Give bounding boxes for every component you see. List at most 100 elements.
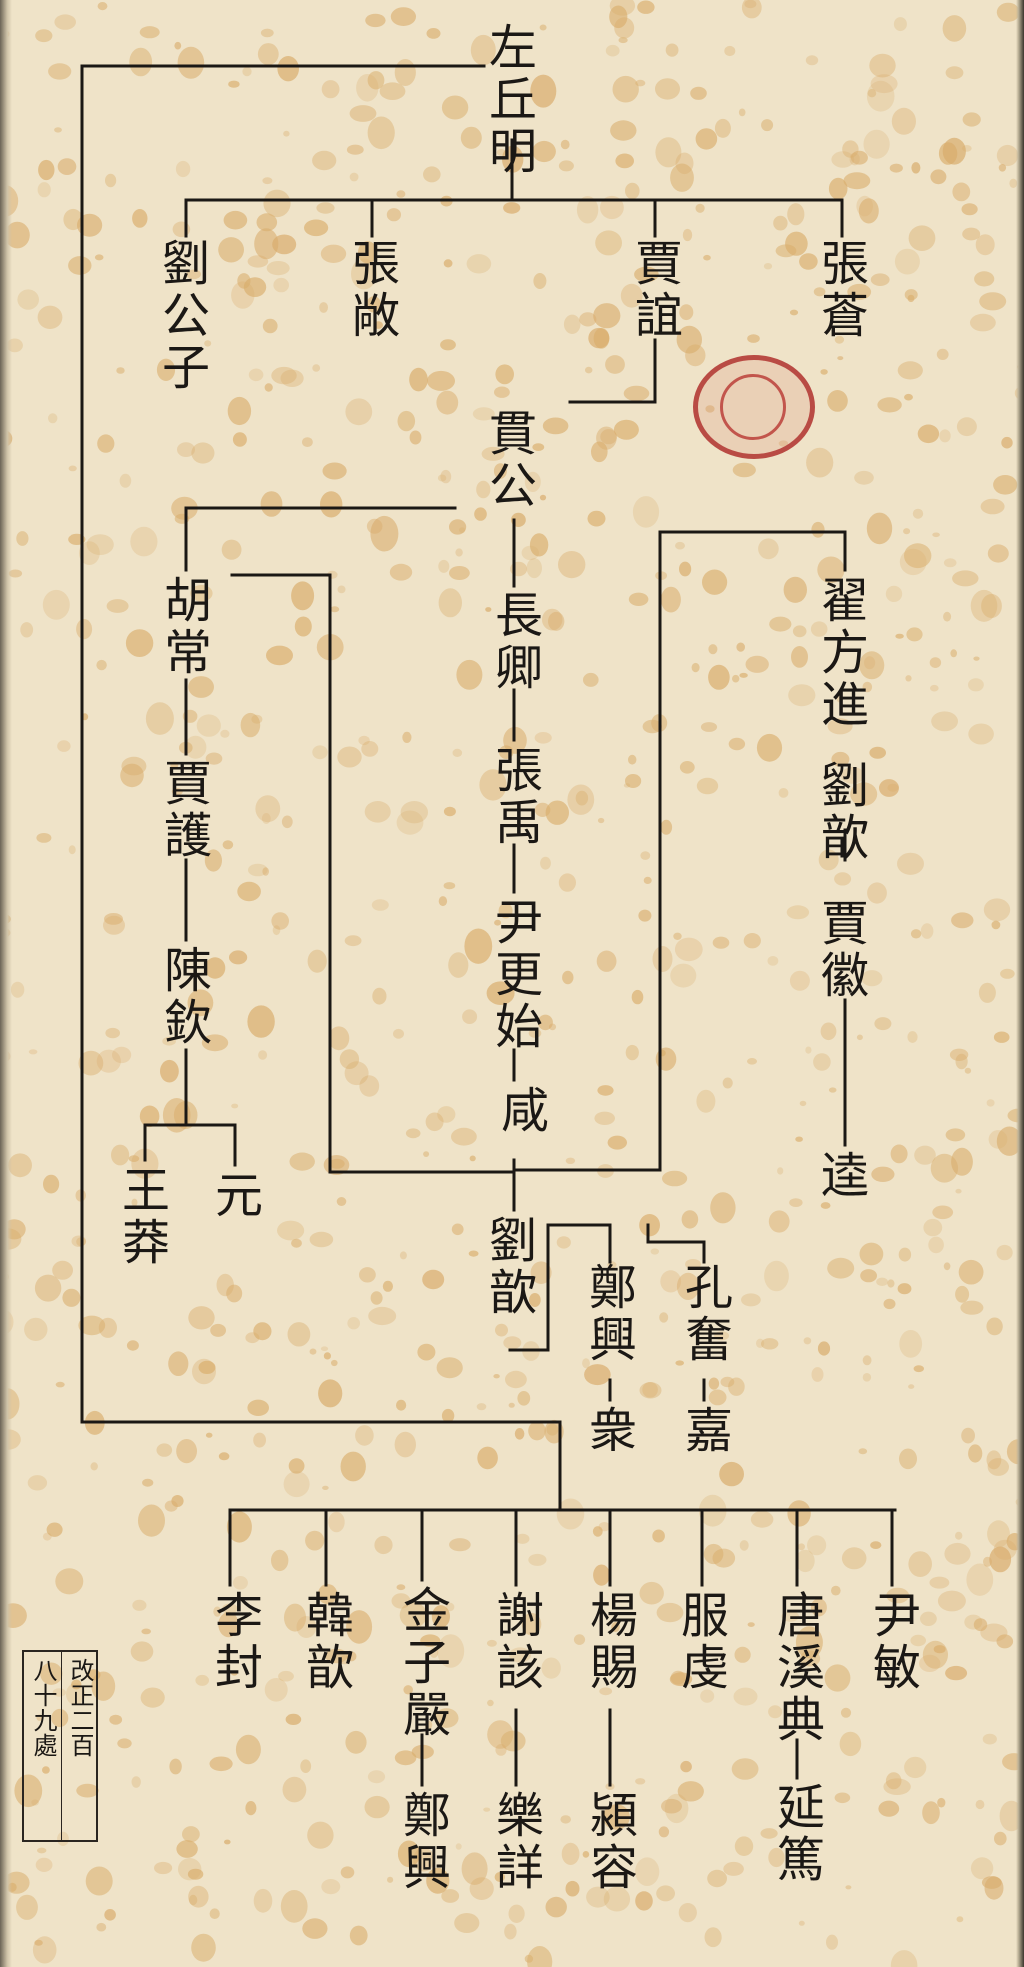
foxing-spot bbox=[818, 849, 839, 871]
foxing-spot bbox=[436, 1357, 463, 1379]
foxing-spot bbox=[474, 507, 487, 521]
foxing-spot bbox=[993, 475, 1018, 495]
foxing-spot bbox=[792, 625, 807, 638]
foxing-spot bbox=[109, 1714, 123, 1725]
foxing-spot bbox=[837, 356, 844, 361]
foxing-spot bbox=[321, 1879, 341, 1895]
foxing-spot bbox=[826, 1934, 838, 1950]
foxing-spot bbox=[981, 1876, 1002, 1889]
foxing-spot bbox=[131, 1148, 159, 1179]
foxing-spot bbox=[951, 912, 974, 929]
foxing-spot bbox=[979, 292, 1007, 311]
foxing-spot bbox=[340, 1451, 366, 1482]
foxing-spot bbox=[38, 159, 55, 181]
foxing-spot bbox=[943, 611, 952, 622]
foxing-spot bbox=[610, 120, 637, 141]
lineage-line bbox=[328, 573, 514, 1174]
foxing-spot bbox=[876, 1277, 888, 1287]
foxing-spot bbox=[936, 348, 949, 360]
foxing-spot bbox=[255, 795, 281, 823]
foxing-spot bbox=[858, 1448, 868, 1455]
foxing-spot bbox=[908, 1551, 932, 1577]
lineage-line bbox=[512, 530, 847, 1172]
foxing-spot bbox=[863, 129, 890, 159]
foxing-spot bbox=[595, 230, 622, 256]
foxing-spot bbox=[910, 929, 922, 939]
foxing-spot bbox=[68, 845, 76, 855]
foxing-spot bbox=[560, 139, 570, 150]
foxing-spot bbox=[986, 1450, 1002, 1470]
foxing-spot bbox=[494, 919, 502, 926]
foxing-spot bbox=[261, 813, 271, 824]
foxing-spot bbox=[37, 1847, 47, 1854]
foxing-spot bbox=[321, 80, 340, 99]
foxing-spot bbox=[930, 169, 947, 185]
foxing-spot bbox=[437, 474, 447, 482]
foxing-spot bbox=[696, 1089, 716, 1113]
foxing-spot bbox=[817, 1341, 831, 1356]
foxing-spot bbox=[283, 1471, 310, 1498]
foxing-spot bbox=[224, 1839, 231, 1845]
foxing-spot bbox=[289, 1152, 315, 1171]
foxing-spot bbox=[27, 1475, 48, 1491]
foxing-spot bbox=[747, 1058, 757, 1065]
foxing-spot bbox=[96, 1049, 121, 1073]
foxing-spot bbox=[126, 1340, 139, 1351]
foxing-spot bbox=[184, 735, 207, 759]
foxing-spot bbox=[34, 1274, 62, 1302]
foxing-spot bbox=[945, 1665, 968, 1681]
foxing-spot bbox=[283, 130, 290, 137]
foxing-spot bbox=[459, 527, 466, 533]
foxing-spot bbox=[287, 1322, 311, 1347]
foxing-spot bbox=[836, 696, 844, 703]
foxing-spot bbox=[702, 569, 728, 595]
foxing-spot bbox=[596, 950, 617, 972]
foxing-spot bbox=[562, 970, 574, 985]
foxing-spot bbox=[532, 443, 545, 451]
foxing-spot bbox=[48, 413, 58, 424]
foxing-spot bbox=[700, 1689, 715, 1703]
foxing-spot bbox=[789, 970, 810, 991]
foxing-spot bbox=[708, 1389, 727, 1406]
foxing-spot bbox=[396, 1584, 406, 1591]
foxing-spot bbox=[394, 1431, 416, 1458]
foxing-spot bbox=[175, 160, 191, 178]
foxing-spot bbox=[319, 302, 328, 313]
foxing-spot bbox=[714, 1331, 730, 1341]
foxing-spot bbox=[387, 1876, 394, 1883]
foxing-spot bbox=[382, 1280, 393, 1292]
foxing-spot bbox=[805, 55, 819, 66]
foxing-spot bbox=[878, 1800, 900, 1817]
foxing-spot bbox=[582, 1851, 590, 1858]
foxing-spot bbox=[828, 177, 848, 200]
foxing-spot bbox=[545, 1896, 567, 1918]
foxing-spot bbox=[660, 1270, 682, 1293]
name-liu-xin-right: 劉歆 bbox=[812, 760, 868, 864]
foxing-spot bbox=[396, 1399, 407, 1411]
foxing-spot bbox=[437, 1106, 456, 1123]
foxing-spot bbox=[521, 1612, 542, 1636]
foxing-spot bbox=[908, 225, 936, 251]
foxing-spot bbox=[485, 607, 492, 612]
foxing-spot bbox=[399, 1251, 407, 1260]
name-li-feng: 李封 bbox=[206, 1590, 262, 1694]
foxing-spot bbox=[366, 296, 382, 313]
foxing-spot bbox=[937, 1590, 966, 1612]
foxing-spot bbox=[346, 1651, 357, 1662]
name-zhang-cang: 張蒼 bbox=[812, 238, 868, 342]
foxing-spot bbox=[585, 366, 593, 374]
foxing-spot bbox=[117, 1738, 132, 1749]
foxing-spot bbox=[448, 952, 469, 978]
foxing-spot bbox=[732, 462, 756, 478]
foxing-spot bbox=[322, 462, 347, 480]
foxing-spot bbox=[912, 508, 924, 519]
foxing-spot bbox=[355, 1425, 374, 1446]
lineage-line bbox=[646, 1223, 706, 1264]
foxing-spot bbox=[563, 314, 581, 334]
foxing-spot bbox=[847, 283, 872, 300]
foxing-spot bbox=[675, 1360, 684, 1366]
foxing-spot bbox=[300, 1759, 312, 1773]
foxing-spot bbox=[17, 289, 39, 310]
foxing-spot bbox=[85, 1866, 113, 1896]
foxing-spot bbox=[588, 327, 610, 349]
